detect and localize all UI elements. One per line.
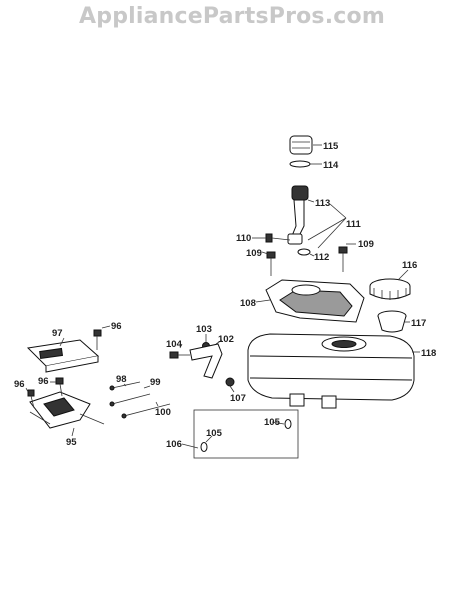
callout-99: 99 xyxy=(150,377,161,388)
screw-96-top[interactable] xyxy=(93,329,102,350)
callout-106: 106 xyxy=(166,439,182,450)
callout-96-top: 96 xyxy=(111,321,122,332)
screw-96-left[interactable] xyxy=(27,389,35,409)
screw-96-mid[interactable] xyxy=(55,377,64,397)
hose-clamp-right[interactable] xyxy=(284,419,292,429)
fuel-shutoff-lever[interactable] xyxy=(189,343,223,379)
watermark-text: AppliancePartsPros.com xyxy=(79,4,385,29)
callout-104: 104 xyxy=(166,339,183,350)
callout-105-right: 105 xyxy=(264,417,281,428)
nut-107[interactable] xyxy=(225,377,235,387)
callout-97: 97 xyxy=(52,328,63,339)
callout-98: 98 xyxy=(116,374,127,385)
callout-112: 112 xyxy=(314,252,329,263)
callout-107: 107 xyxy=(230,393,246,404)
fuel-filter-strainer[interactable] xyxy=(377,310,407,333)
fuel-line-box xyxy=(193,409,299,459)
dipstick-cap[interactable] xyxy=(289,135,313,155)
dipstick-o-ring[interactable] xyxy=(289,160,311,168)
screw-109-right[interactable] xyxy=(338,246,348,272)
throttle-bracket[interactable] xyxy=(26,339,100,373)
fuel-line-hose[interactable] xyxy=(205,422,289,448)
hose-clamp-left[interactable] xyxy=(200,442,208,452)
leader-lines xyxy=(25,144,420,449)
control-cable[interactable] xyxy=(121,403,171,419)
throttle-control[interactable] xyxy=(29,391,105,429)
callout-111: 111 xyxy=(346,219,362,230)
callout-96-mid: 96 xyxy=(38,376,49,387)
tank-shroud[interactable] xyxy=(265,279,365,323)
callout-108: 108 xyxy=(240,298,256,309)
callout-95: 95 xyxy=(66,437,77,448)
screw-110[interactable] xyxy=(265,233,291,243)
callout-117: 117 xyxy=(411,318,426,329)
callout-103: 103 xyxy=(196,324,212,335)
callout-105-left: 105 xyxy=(206,428,223,439)
screw-104[interactable] xyxy=(169,351,190,359)
callout-115: 115 xyxy=(323,141,339,152)
throttle-cable[interactable] xyxy=(109,393,151,407)
callout-102: 102 xyxy=(218,334,234,345)
fuel-tank[interactable] xyxy=(247,333,415,409)
callout-109-left: 109 xyxy=(246,248,262,259)
callout-118: 118 xyxy=(421,348,436,359)
screw-109-left[interactable] xyxy=(266,251,276,276)
choke-cable[interactable] xyxy=(109,381,141,391)
dipstick-gasket[interactable] xyxy=(297,248,311,256)
callout-109-right: 109 xyxy=(358,239,374,250)
callout-116: 116 xyxy=(402,260,417,271)
callout-110: 110 xyxy=(236,233,251,244)
callout-96-left: 96 xyxy=(14,379,25,390)
callout-100: 100 xyxy=(155,407,171,418)
dipstick-tube[interactable] xyxy=(287,185,309,245)
fuel-cap[interactable] xyxy=(369,278,411,300)
callout-114: 114 xyxy=(323,160,339,171)
callout-113: 113 xyxy=(315,198,330,209)
